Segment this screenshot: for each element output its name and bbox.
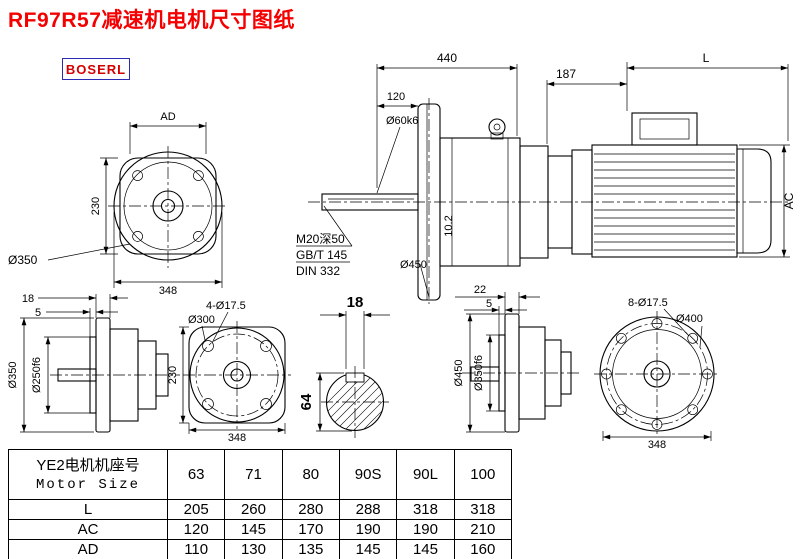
terminal-box [631, 112, 698, 146]
table-row-AD: AD 110 130 135 145 145 160 [8, 539, 513, 559]
table-cell: 110 [166, 539, 226, 559]
view-reducer-flange-side: 18 5 Ø350 Ø250f6 [7, 293, 180, 433]
table-cell: 210 [453, 519, 513, 540]
table-cell: 318 [396, 499, 455, 520]
table-row-AC: AC 120 145 170 190 190 210 [8, 519, 513, 540]
table-cell: 318 [453, 499, 513, 520]
row-label: AD [8, 539, 168, 559]
tap-callout: M20深50 [296, 232, 345, 246]
motor-size-column: 90L [396, 449, 455, 500]
table-cell: 145 [224, 519, 283, 540]
table-header-en: Motor Size [35, 477, 140, 494]
motor-size-column: 100 [453, 449, 513, 500]
dim-120-label: 120 [387, 91, 405, 103]
dim-348-label: 348 [648, 439, 666, 451]
table-cell: 280 [281, 499, 340, 520]
dimension-table: YE2电机机座号 Motor Size 63 71 80 90S 90L 100… [8, 449, 513, 559]
view-motor-flange-front: 8-Ø17.5 Ø400 348 [594, 297, 720, 451]
dia-300-label: Ø300 [188, 314, 215, 326]
dim-230-label: 230 [90, 197, 102, 215]
std-gb-label: GB/T 145 [296, 248, 347, 262]
view-output-flange-front: 4-Ø17.5 Ø300 230 348 [167, 300, 291, 444]
view-side-assembly: 440 120 Ø60k6 187 L AC Ø450 10.2 [296, 51, 796, 304]
table-cell: 190 [338, 519, 398, 540]
dim-440-label: 440 [437, 51, 457, 65]
motor-fins [594, 153, 735, 251]
dim-5-label: 5 [486, 298, 492, 310]
table-header-cell: YE2电机机座号 Motor Size [8, 449, 168, 500]
dim-L-label: L [703, 51, 710, 65]
table-cell: 135 [281, 539, 340, 559]
dia-400-label: Ø400 [676, 313, 703, 325]
dim-5-label: 5 [35, 307, 41, 319]
shaft-dia-label: Ø60k6 [386, 115, 418, 127]
table-cell: 205 [166, 499, 226, 520]
dim-18-label: 18 [22, 293, 34, 305]
dia-350-dim-label: Ø350f6 [473, 355, 485, 391]
motor-size-column: 71 [224, 449, 283, 500]
dim-348-label: 348 [159, 285, 177, 297]
dia-350-label: Ø350 [8, 253, 38, 267]
dim-22-label: 22 [474, 284, 486, 296]
dia-350-dim-label: Ø350 [7, 362, 19, 389]
table-row-L: L 205 260 280 288 318 318 [8, 499, 513, 520]
view-front-flange: AD 230 348 Ø350 [8, 111, 228, 297]
fan-cover [736, 148, 772, 254]
brand-logo: BOSERL [62, 58, 130, 80]
table-cell: 145 [396, 539, 455, 559]
table-cell: 120 [166, 519, 226, 540]
dim-187-label: 187 [556, 67, 576, 81]
dim-230-label: 230 [167, 366, 179, 384]
row-label: L [8, 499, 168, 520]
std-din-label: DIN 332 [296, 264, 340, 278]
table-cell: 130 [224, 539, 283, 559]
row-label: AC [8, 519, 168, 540]
table-cell: 260 [224, 499, 283, 520]
table-cell: 145 [338, 539, 398, 559]
view-shaft-key-section: 18 64 [298, 294, 390, 438]
dia-450-dim-label: Ø450 [453, 360, 465, 387]
view-motor-flange-side: 22 5 Ø450 Ø350f6 [453, 284, 582, 433]
motor-size-column: 90S [338, 449, 398, 500]
page-title: RF97R57减速机电机尺寸图纸 [8, 9, 295, 32]
motor-size-column: 80 [281, 449, 340, 500]
key-width-label: 18 [347, 294, 364, 311]
table-cell: 160 [453, 539, 513, 559]
bolt-holes-callout: 8-Ø17.5 [628, 297, 668, 309]
bolt-holes-callout: 4-Ø17.5 [206, 300, 246, 312]
table-cell: 190 [396, 519, 455, 540]
dim-348-label: 348 [228, 432, 246, 444]
brand-logo-text: BOSERL [65, 61, 127, 77]
motor-size-column: 63 [166, 449, 226, 500]
dim-ad-label: AD [160, 111, 175, 123]
table-header-cn: YE2电机机座号 [36, 456, 140, 474]
dim-AC-label: AC [782, 192, 796, 209]
dia-250-dim-label: Ø250f6 [31, 357, 43, 393]
key-depth-label: 10.2 [443, 215, 455, 236]
table-cell: 170 [281, 519, 340, 540]
dia-450-label: Ø450 [400, 259, 427, 271]
key-height-label: 64 [298, 393, 315, 410]
table-cell: 288 [338, 499, 398, 520]
